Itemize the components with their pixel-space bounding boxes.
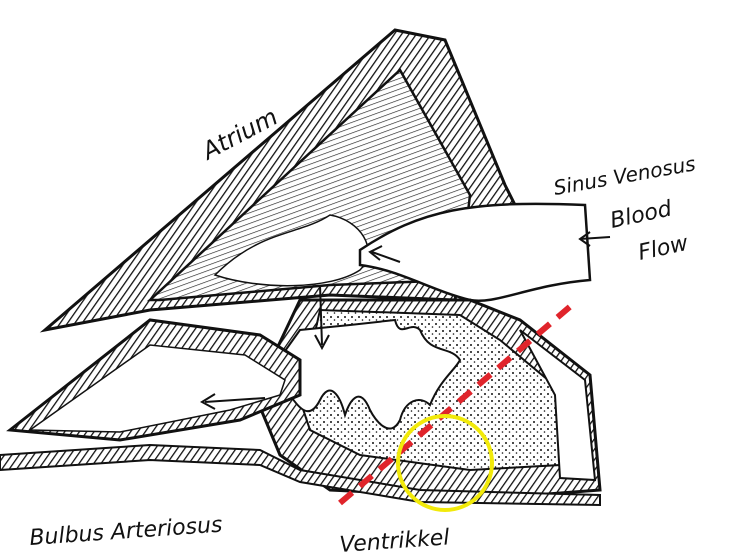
label-blood-flow-line2: Flow — [636, 231, 691, 266]
label-blood-flow-line1: Blood — [608, 196, 675, 234]
label-bulbus-arteriosus: Bulbus Arteriosus — [29, 513, 224, 551]
label-sinus-venosus: Sinus Venosus — [552, 151, 698, 200]
label-ventricle: Ventrikkel — [339, 525, 451, 558]
